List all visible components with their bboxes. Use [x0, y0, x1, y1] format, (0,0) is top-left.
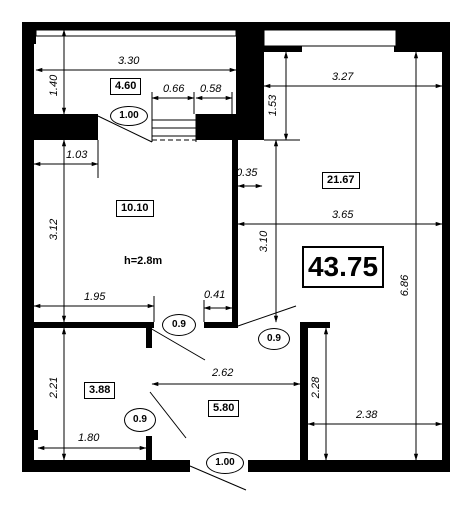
room-area-e: 5.80: [208, 400, 240, 417]
room-area-b: 10.10: [116, 200, 154, 217]
dim-left-height: 3.12: [48, 218, 61, 241]
wall-right: [442, 22, 450, 470]
wall-top-mid: [236, 22, 250, 140]
dim-right-upper-height: 1.53: [267, 94, 280, 117]
dim-small-w2: 0.58: [200, 83, 222, 95]
room-area-d: 3.88: [84, 382, 116, 399]
dim-right-width: 3.27: [332, 71, 354, 83]
wall-horizontal-mid-b: [204, 322, 238, 328]
dim-right-total-height: 6.86: [399, 274, 412, 297]
dim-bath-height: 2.28: [310, 376, 323, 399]
door-tag-4: 0.9: [124, 408, 156, 432]
dim-right-mid-height: 3.10: [258, 230, 271, 253]
door-tag-1: 1.00: [110, 106, 148, 126]
wall-bath-left: [300, 322, 308, 462]
dim-corridor-width: 2.62: [212, 367, 234, 379]
wall-top-room-bottom-right: [196, 114, 236, 140]
room-area-a: 4.60: [110, 78, 142, 95]
walls: [22, 22, 450, 472]
wall-notch: [250, 46, 264, 140]
ceiling-height-label: h=2.8m: [124, 255, 163, 267]
wall-left: [22, 22, 34, 470]
window-top-left: [35, 29, 237, 37]
dim-mid-small: 0.35: [236, 167, 258, 179]
wall-bath-top: [300, 322, 330, 328]
door-swings: [97, 115, 297, 491]
dim-small-gap: 0.41: [204, 289, 226, 301]
wall-bottom-right: [248, 460, 450, 472]
dim-small-w1: 0.66: [163, 83, 185, 95]
openings: [35, 29, 397, 142]
wall-storage-right: [146, 328, 152, 348]
window-top-right: [263, 29, 397, 47]
wall-bottom-left: [22, 460, 190, 472]
dim-right-mid-width: 3.65: [332, 209, 354, 221]
dim-mid-width: 1.03: [66, 149, 88, 161]
total-area: 43.75: [302, 246, 384, 288]
wall-storage-right-b: [146, 436, 152, 462]
wall-horizontal-mid: [34, 322, 154, 328]
dim-top-height: 1.40: [48, 74, 61, 97]
dim-bottom-width: 1.80: [78, 432, 100, 444]
dimension-lines: [33, 29, 443, 461]
dim-bath-width: 2.38: [356, 409, 378, 421]
wall-hall-right-upper: [232, 140, 238, 320]
wall-top-left: [22, 22, 236, 30]
room-area-c: 21.67: [322, 172, 360, 189]
wall-top-right-c: [394, 22, 450, 52]
wall-top-right-b: [302, 22, 394, 30]
dim-left-width: 1.95: [84, 291, 106, 303]
dim-lower-height: 2.21: [48, 376, 61, 399]
dim-top-width: 3.30: [118, 55, 140, 67]
door-tag-3: 0.9: [258, 328, 290, 350]
door-tag-2: 0.9: [162, 314, 196, 336]
door-tag-5: 1.00: [206, 452, 244, 474]
wall-top-room-bottom-left: [34, 114, 98, 140]
wall-small-jamb: [28, 430, 38, 440]
